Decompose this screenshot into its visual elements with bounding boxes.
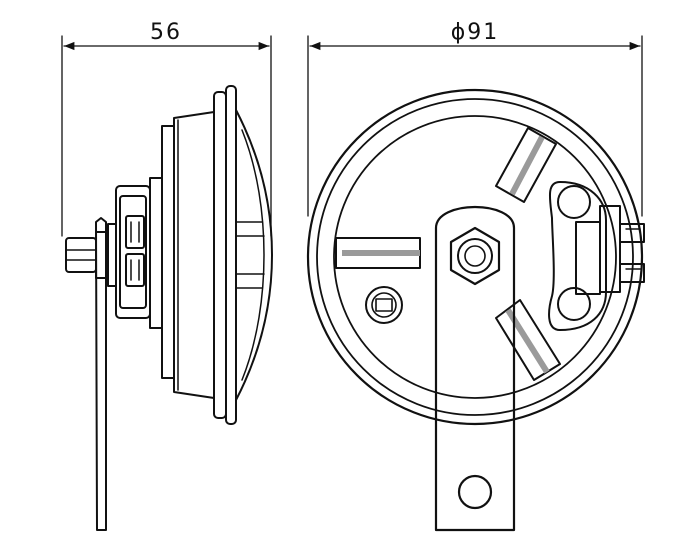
center-hex-nut [449,226,501,286]
spade-terminals [599,205,645,293]
side-rear-housing [161,125,175,379]
side-front-flange [213,91,227,419]
side-front-dome [235,109,273,401]
adjustment-screw [365,286,403,324]
rib-upper-right [495,127,557,203]
terminal-plate [548,181,607,331]
spade-terminal-lower [619,263,645,283]
depth-label: 56 [150,20,182,45]
side-body [173,111,215,399]
diameter-dimension: ϕ91 [307,20,643,217]
side-mounting-bracket [95,217,107,531]
depth-dimension: 56 [61,20,272,237]
side-front-rim [225,85,237,425]
connector-terminal-lower [125,253,145,287]
diameter-label: ϕ91 [451,20,500,45]
bracket-mounting-hole [457,474,493,510]
side-nut [65,237,97,273]
horn-front-view [306,88,645,532]
rib-left [335,237,421,269]
spade-terminal-upper [619,223,645,243]
connector-terminal-upper [125,215,145,249]
outer-rim-ring [306,88,644,426]
inner-housing-ring [333,115,617,399]
side-connector-block [115,185,151,319]
terminal-plate-hole-lower [557,287,591,321]
terminal-plate-hole-upper [557,185,591,219]
horn-side-view [65,85,273,531]
front-mounting-bracket [434,205,516,532]
rib-lower-right [495,299,561,381]
